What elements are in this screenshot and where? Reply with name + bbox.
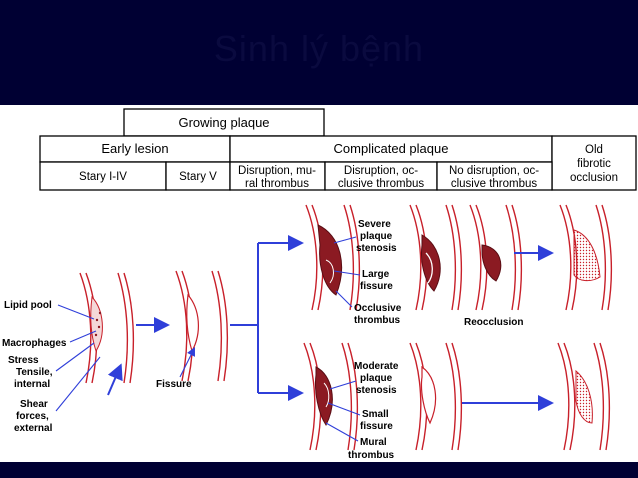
stary-5-label: Stary V	[179, 171, 217, 183]
growing-plaque-cell	[123, 108, 325, 137]
label-thrombus-bot: thrombus	[348, 450, 395, 461]
early-lesion-cell	[39, 135, 231, 163]
growing-plaque-header: Growing plaque	[178, 115, 269, 130]
col3-line1: No disruption, oc-	[449, 165, 539, 177]
artery-mural-healing	[409, 342, 463, 451]
label-tensile: Tensile,	[16, 367, 53, 378]
label-stenosis-top: stenosis	[356, 243, 397, 254]
complicated-plaque-header: Complicated plaque	[334, 141, 449, 156]
label-lipid-pool: Lipid pool	[4, 300, 52, 311]
label-thrombus-top: thrombus	[354, 315, 401, 326]
label-forces: forces,	[16, 411, 49, 422]
artery-moderate-stenosis	[303, 342, 359, 451]
label-stress: Stress	[8, 355, 39, 366]
stary-5-cell	[165, 161, 231, 191]
label-fissure-top: fissure	[360, 281, 393, 292]
label-fissure-bot: fissure	[360, 421, 393, 432]
col1-cell	[229, 161, 326, 191]
label-occlusive: Occlusive	[354, 303, 402, 314]
label-reocclusion: Reocclusion	[464, 317, 523, 328]
label-external: external	[14, 423, 53, 434]
col2-cell	[324, 161, 438, 191]
old-line3: occlusion	[570, 172, 618, 184]
label-shear: Shear	[20, 399, 48, 410]
label-large: Large	[362, 269, 390, 280]
artery-early-lesion	[79, 272, 135, 384]
label-stenosis-bot: stenosis	[356, 385, 397, 396]
stary-1-4-label: Stary I-IV	[79, 171, 127, 183]
early-lesion-header: Early lesion	[101, 141, 168, 156]
label-macrophages: Macrophages	[2, 338, 67, 349]
col2-line2: clusive thrombus	[338, 178, 425, 190]
col2-line1: Disruption, oc-	[344, 165, 418, 177]
label-small: Small	[362, 409, 389, 420]
artery-fissure	[175, 270, 229, 382]
lipid-pool-shape	[90, 295, 103, 353]
label-plaque-top: plaque	[360, 231, 393, 242]
artery-fibrotic-bottom	[557, 342, 611, 451]
label-fissure: Fissure	[156, 379, 192, 390]
slide-footer	[0, 462, 638, 478]
label-internal: internal	[14, 379, 50, 390]
atherosclerosis-figure: Growing plaque Early lesion Complicated …	[0, 105, 638, 462]
stary-1-4-cell	[39, 161, 167, 191]
branch-arrows	[230, 235, 304, 401]
label-moderate: Moderate	[354, 361, 399, 372]
artery-reocclusion-a	[409, 204, 463, 311]
plaque-progression-diagram: Growing plaque Early lesion Complicated …	[2, 108, 637, 461]
old-occlusion-cell	[551, 135, 637, 191]
label-mural: Mural	[360, 437, 387, 448]
old-line1: Old	[585, 144, 603, 156]
artery-severe-stenosis	[305, 204, 361, 311]
col1-line1: Disruption, mu-	[238, 165, 316, 177]
col3-cell	[436, 161, 553, 191]
slide-title: Sinh lý bệnh	[213, 28, 425, 69]
artery-reocclusion-b	[469, 204, 523, 311]
label-severe: Severe	[358, 219, 391, 230]
classification-table: Growing plaque Early lesion Complicated …	[39, 108, 637, 191]
slide-header: Sinh lý bệnh	[0, 0, 638, 105]
old-line2: fibrotic	[577, 158, 611, 170]
label-plaque-bot: plaque	[360, 373, 393, 384]
artery-fibrotic-top	[559, 204, 613, 311]
col3-line2: clusive thrombus	[451, 178, 538, 190]
col1-line2: ral thrombus	[245, 178, 309, 190]
